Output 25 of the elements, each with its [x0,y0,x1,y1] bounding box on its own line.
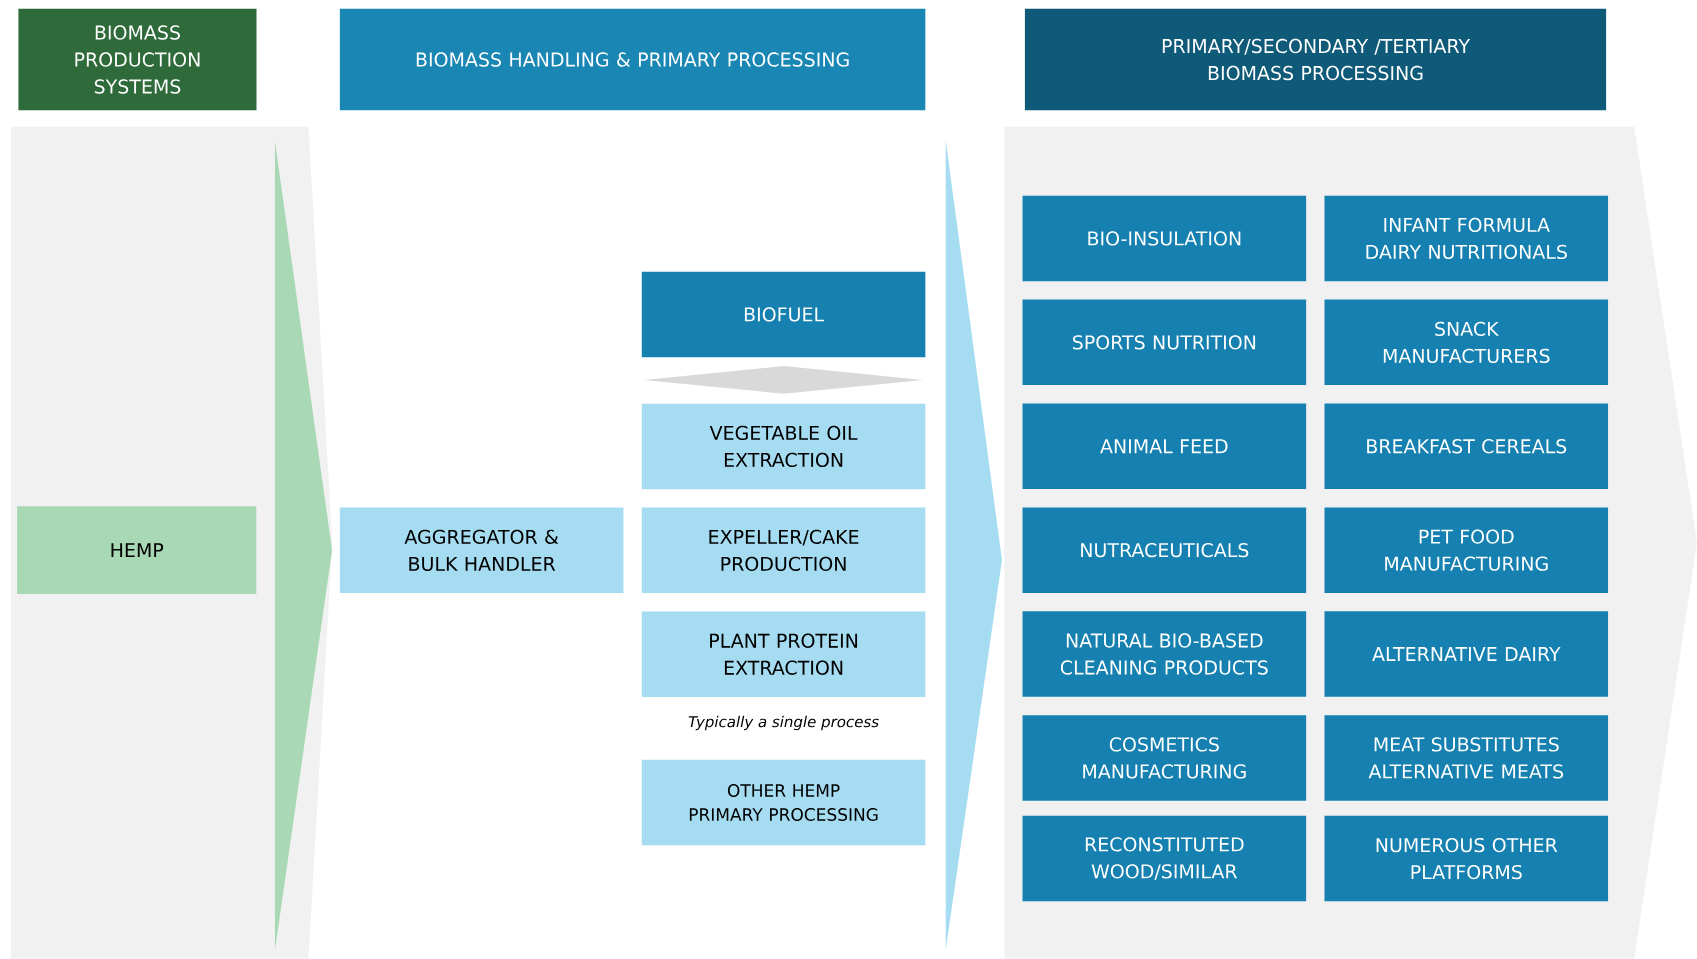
note-text: Typically a single process [688,715,879,731]
product-box: NUTRACEUTICALS [1022,507,1307,593]
product-box: INFANT FORMULA DAIRY NUTRITIONALS [1324,195,1609,282]
header-box: BIOMASS PRODUCTION SYSTEMS [18,8,257,111]
process-box: VEGETABLE OIL EXTRACTION [641,403,926,490]
product-box: COSMETICS MANUFACTURING [1022,715,1307,801]
process-box: EXPELLER/CAKE PRODUCTION [641,507,926,594]
product-box: PET FOOD MANUFACTURING [1324,507,1609,593]
product-box: RECONSTITUTED WOOD/SIMILAR [1022,815,1307,902]
product-box: SPORTS NUTRITION [1022,299,1307,386]
product-box: MEAT SUBSTITUTES ALTERNATIVE MEATS [1324,715,1609,801]
header-box: BIOMASS HANDLING & PRIMARY PROCESSING [339,8,926,111]
process-box: OTHER HEMP PRIMARY PROCESSING [641,759,926,846]
product-box: NATURAL BIO-BASED CLEANING PRODUCTS [1022,611,1307,697]
header-box: PRIMARY/SECONDARY /TERTIARY BIOMASS PROCESSING [1024,8,1607,111]
process-box: HEMP [17,506,257,595]
process-box: AGGREGATOR & BULK HANDLER [339,507,624,594]
product-box: SNACK MANUFACTURERS [1324,299,1609,386]
process-box: PLANT PROTEIN EXTRACTION [641,611,926,698]
product-box: ALTERNATIVE DAIRY [1324,611,1609,697]
product-box: BIO-INSULATION [1022,195,1307,282]
product-box: ANIMAL FEED [1022,403,1307,490]
process-box: BIOFUEL [641,271,926,358]
product-box: NUMEROUS OTHER PLATFORMS [1324,815,1609,902]
product-box: BREAKFAST CEREALS [1324,403,1609,490]
